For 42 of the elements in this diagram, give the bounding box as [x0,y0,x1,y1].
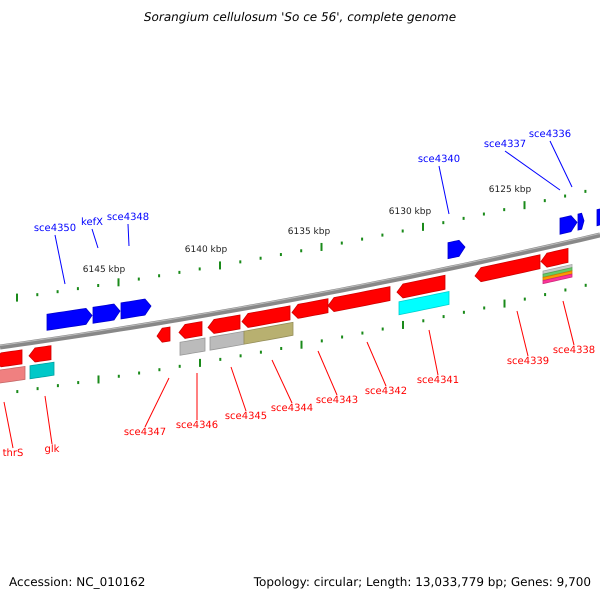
gene-label: sce4341 [416,375,460,387]
gene-label: sce4338 [552,345,596,357]
gene-label: sce4337 [484,139,526,151]
scale-label: 6135 kbp [288,227,330,237]
leader-line [44,396,52,444]
scale-label: 6125 kbp [488,185,532,195]
leader-line [428,330,438,376]
gene-label: thrS [2,448,24,460]
gene-label: sce4342 [364,386,408,398]
gene-label: kefX [81,217,103,229]
leader-line [128,224,130,246]
leader-line [504,150,560,190]
gene-label: glk [44,444,60,456]
gene-label: sce4346 [176,420,218,432]
title: Sorangium cellulosum 'So ce 56', complete genome [142,10,458,24]
gene-label: sce4350 [34,223,76,235]
leader-line [562,300,574,346]
gene-label: sce4344 [270,403,314,415]
leader-line [438,166,450,214]
gene-label: sce4336 [528,129,572,141]
scale-label: 6140 kbp [184,245,228,255]
scale-label: 6145 kbp [82,265,126,275]
leader-line [516,310,528,356]
accession-text: Accession: NC_010162 [9,575,146,589]
leader-line [144,378,170,428]
genome-info-text: Topology: circular; Length: 13,033,779 bp; Genes: 9,700 [254,575,591,589]
leader-line [196,372,198,420]
scale-label: 6130 kbp [388,207,432,217]
leader-line [54,234,66,284]
gene-label: sce4347 [124,427,166,439]
leader-line [318,350,338,396]
leader-line [550,140,572,188]
gene-label: sce4343 [316,395,358,407]
leader-line [4,402,14,448]
leader-line [92,228,98,248]
gene-label: sce4348 [106,212,150,224]
gene-label: sce4345 [224,411,268,423]
leader-line [230,366,246,412]
leader-line [366,342,386,386]
gene-label: sce4339 [506,356,550,368]
leader-line [272,360,292,404]
gene-label: sce4340 [418,154,460,166]
